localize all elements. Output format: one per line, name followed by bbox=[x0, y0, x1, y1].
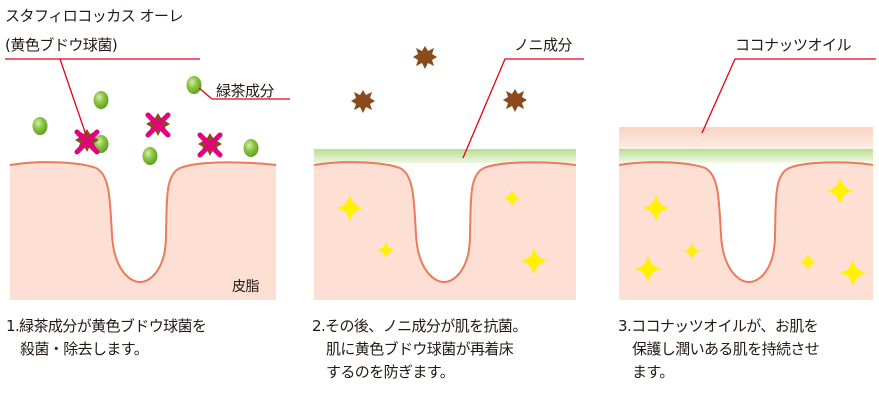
green-tea-particle-icon bbox=[186, 76, 202, 94]
skin-outline-1 bbox=[9, 161, 277, 284]
caption-2-line1: 2.その後、ノニ成分が肌を抗菌。 bbox=[312, 317, 527, 335]
bacteria-icon bbox=[413, 46, 437, 69]
caption-1-line1: 1.緑茶成分が黄色ブドウ球菌を bbox=[6, 317, 207, 335]
green-tea-particle-icon bbox=[32, 117, 48, 135]
skin-body-1 bbox=[10, 162, 276, 300]
skin-body-3 bbox=[619, 162, 873, 300]
coconut-oil-label: ココナッツオイル bbox=[735, 36, 852, 54]
leader-line-bacteria bbox=[5, 58, 200, 136]
panel-3 bbox=[618, 58, 876, 300]
leader-line-oil bbox=[701, 58, 876, 134]
caption-3-line3: ます。 bbox=[632, 363, 674, 381]
green-tea-particle-icon bbox=[243, 139, 259, 157]
caption-1-line2: 殺菌・除去します。 bbox=[20, 340, 149, 358]
nori-layer bbox=[314, 149, 576, 163]
leader-line-nori bbox=[462, 58, 584, 159]
caption-step-2: 2.その後、ノニ成分が肌を抗菌。 肌に黄色ブドウ球菌が再着床 するのを防ぎます。 bbox=[312, 315, 527, 384]
sebum-label: 皮脂 bbox=[232, 279, 260, 295]
caption-3-line2: 保護し潤いある肌を持続させ bbox=[632, 340, 820, 358]
caption-2-line3: するのを防ぎます。 bbox=[326, 363, 455, 381]
skin-outline-3 bbox=[618, 161, 874, 284]
bacteria-label-line1: スタフィロコッカス オーレ bbox=[5, 7, 183, 25]
caption-3-line1: 3.ココナッツオイルが、お肌を bbox=[618, 317, 819, 335]
skin-body-2 bbox=[314, 162, 576, 300]
nori-layer-3 bbox=[619, 149, 873, 163]
caption-2-line2: 肌に黄色ブドウ球菌が再着床 bbox=[326, 340, 514, 358]
caption-step-1: 1.緑茶成分が黄色ブドウ球菌を 殺菌・除去します。 bbox=[6, 315, 207, 361]
bacteria-label-line2: (黄色ブドウ球菌) bbox=[5, 36, 118, 54]
panel-2 bbox=[313, 46, 584, 300]
skin-outline-2 bbox=[313, 161, 577, 284]
caption-step-3: 3.ココナッツオイルが、お肌を 保護し潤いある肌を持続させ ます。 bbox=[618, 315, 820, 384]
green-tea-label: 緑茶成分 bbox=[216, 82, 275, 100]
nori-label: ノニ成分 bbox=[514, 36, 573, 54]
bacteria-icon bbox=[351, 90, 375, 113]
leader-line-green-tea bbox=[198, 87, 290, 100]
green-tea-particle-icon bbox=[93, 91, 109, 109]
bacteria-icon bbox=[503, 89, 527, 112]
oil-layer bbox=[619, 127, 873, 149]
green-tea-particle-icon bbox=[142, 147, 158, 165]
panel-1 bbox=[5, 58, 290, 300]
